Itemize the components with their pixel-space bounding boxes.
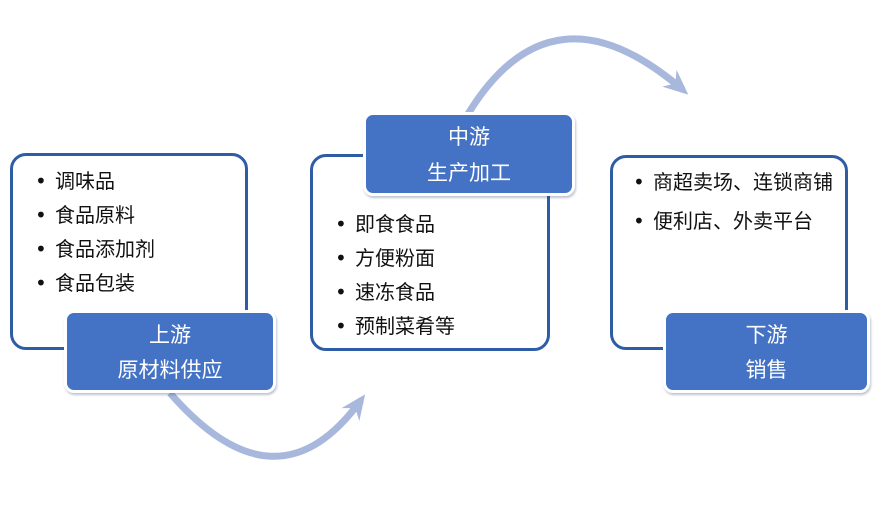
midstream-label: 中游 生产加工 xyxy=(363,112,575,196)
bullet-icon: • xyxy=(335,314,347,338)
item-text: 食品原料 xyxy=(55,203,135,227)
arrow-up-to-midstream-icon xyxy=(167,390,366,460)
list-item: • 方便粉面 xyxy=(331,241,541,275)
arrow-mid-to-downstream-icon xyxy=(465,35,689,116)
list-item: • 预制菜肴等 xyxy=(331,309,541,343)
upstream-item-list: • 调味品 • 食品原料 • 食品添加剂 • 食品包装 xyxy=(13,156,245,300)
list-item: • 速冻食品 xyxy=(331,275,541,309)
list-item: • 食品添加剂 xyxy=(31,232,239,266)
upstream-items-box: • 调味品 • 食品原料 • 食品添加剂 • 食品包装 xyxy=(10,153,248,350)
bullet-icon: • xyxy=(335,246,347,270)
bullet-icon: • xyxy=(35,271,47,295)
bullet-icon: • xyxy=(35,169,47,193)
downstream-item-list: • 商超卖场、连锁商铺 • 便利店、外卖平台 xyxy=(613,158,845,236)
item-text: 便利店、外卖平台 xyxy=(653,209,813,233)
list-item: • 食品原料 xyxy=(31,198,239,232)
item-text: 食品添加剂 xyxy=(55,237,155,261)
downstream-label: 下游 销售 xyxy=(663,310,870,393)
stage-description: 生产加工 xyxy=(427,161,511,185)
bullet-icon: • xyxy=(35,237,47,261)
list-item: • 食品包装 xyxy=(31,266,239,300)
bullet-icon: • xyxy=(35,203,47,227)
bullet-icon: • xyxy=(633,209,645,233)
upstream-label: 上游 原材料供应 xyxy=(64,310,276,393)
list-item: • 商超卖场、连锁商铺 xyxy=(629,167,839,197)
list-item: • 即食食品 xyxy=(331,207,541,241)
bullet-icon: • xyxy=(335,212,347,236)
item-text: 商超卖场、连锁商铺 xyxy=(653,170,833,194)
item-text: 即食食品 xyxy=(355,212,435,236)
bullet-icon: • xyxy=(633,170,645,194)
item-text: 预制菜肴等 xyxy=(355,314,455,338)
stage-name: 上游 xyxy=(149,322,191,347)
stage-name: 下游 xyxy=(745,322,788,347)
bullet-icon: • xyxy=(335,280,347,304)
stage-description: 销售 xyxy=(745,358,788,383)
stage-description: 原材料供应 xyxy=(117,358,223,383)
item-text: 速冻食品 xyxy=(355,280,435,304)
midstream-item-list: • 即食食品 • 方便粉面 • 速冻食品 • 预制菜肴等 xyxy=(313,157,547,343)
stage-name: 中游 xyxy=(448,125,490,149)
item-text: 调味品 xyxy=(55,169,115,193)
list-item: • 便利店、外卖平台 xyxy=(629,206,839,236)
item-text: 食品包装 xyxy=(55,271,135,295)
item-text: 方便粉面 xyxy=(355,246,435,270)
list-item: • 调味品 xyxy=(31,164,239,198)
